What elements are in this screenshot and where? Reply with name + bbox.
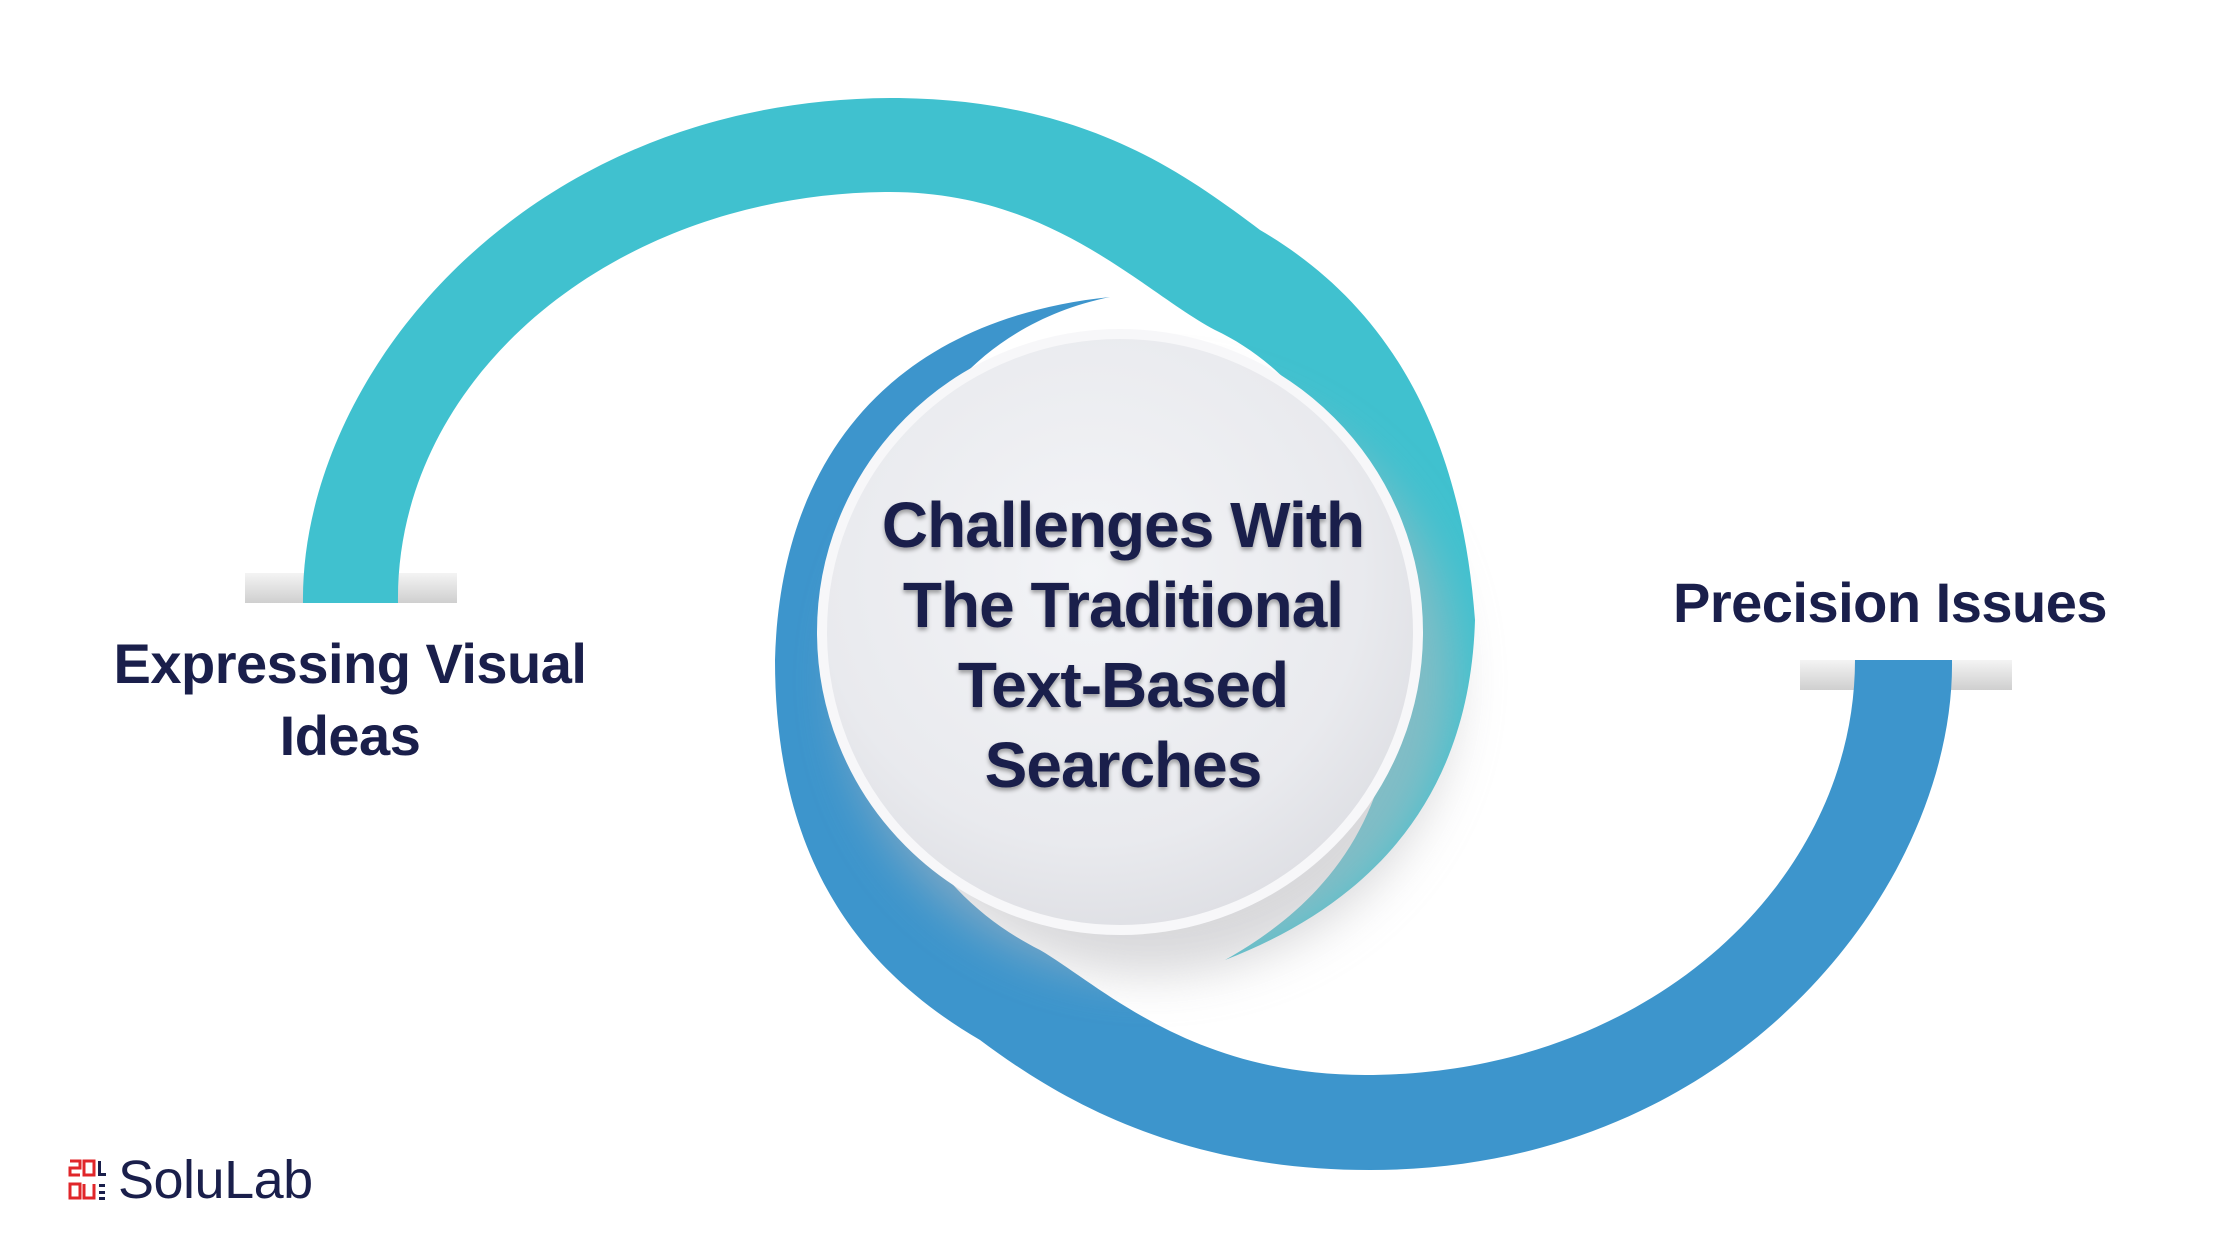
blue-arc — [775, 297, 1953, 1170]
brand-logo: SoluLab — [68, 1150, 313, 1210]
solulab-logo-icon — [68, 1159, 106, 1200]
center-title: Challenges With The Traditional Text-Bas… — [881, 489, 1365, 801]
item-label-precision-issues: Precision Issues — [1672, 571, 2108, 634]
item-label-expressing-visual-ideas: Expressing Visual Ideas — [113, 632, 587, 767]
brand-name: SoluLab — [118, 1150, 313, 1210]
center-disc — [817, 329, 1423, 935]
